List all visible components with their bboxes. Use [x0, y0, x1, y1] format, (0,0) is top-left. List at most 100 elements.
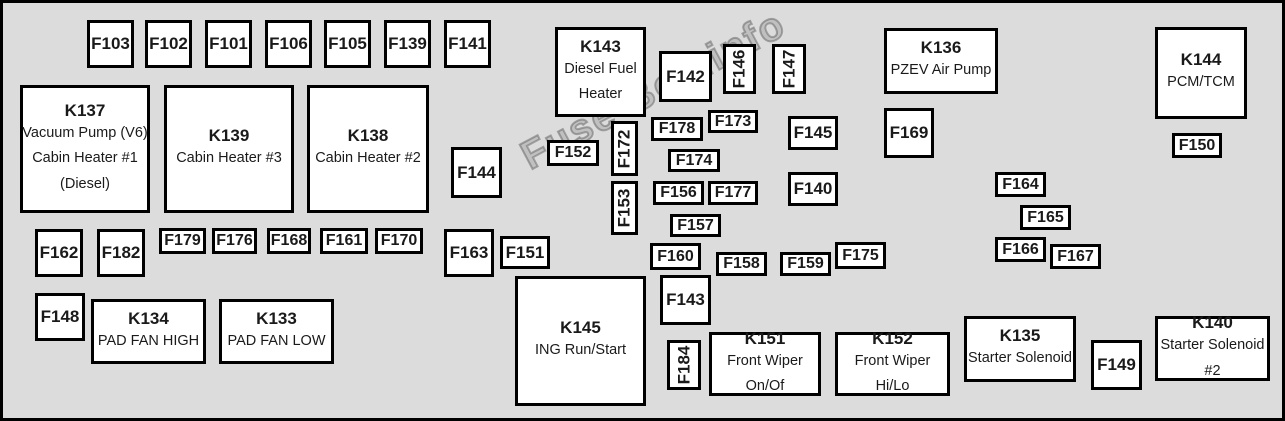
- fuse-F177: F177: [708, 181, 758, 205]
- box-desc: Heater: [578, 86, 623, 102]
- box-label: F173: [714, 112, 752, 130]
- fuse-F173: F173: [708, 110, 758, 133]
- box-label: F176: [216, 232, 253, 249]
- fuse-F182: F182: [97, 229, 145, 277]
- box-label: K136: [920, 38, 962, 58]
- box-label: F168: [270, 232, 308, 249]
- fuse-F152: F152: [547, 140, 599, 166]
- box-label: F139: [388, 34, 427, 53]
- fuse-F162: F162: [35, 229, 83, 277]
- box-label: F166: [1002, 240, 1039, 258]
- box-desc: Front Wiper: [727, 352, 803, 369]
- box-label: F178: [658, 120, 696, 137]
- box-label: F179: [164, 232, 201, 249]
- fuse-F158: F158: [716, 252, 767, 276]
- fuse-F175: F175: [835, 242, 886, 269]
- box-label: K137: [64, 100, 106, 120]
- box-label: F145: [793, 123, 833, 142]
- box-label: F106: [269, 34, 308, 53]
- box-desc: Starter Solenoid: [1160, 337, 1265, 354]
- box-desc: Cabin Heater #2: [315, 150, 421, 167]
- box-label: F105: [328, 34, 367, 53]
- fuse-F142: F142: [659, 51, 712, 102]
- fuse-F105: F105: [324, 20, 371, 68]
- box-desc: Diesel Fuel: [564, 60, 637, 77]
- box-label: F151: [505, 242, 545, 262]
- box-label: F158: [723, 255, 760, 272]
- box-desc: #2: [1204, 362, 1221, 379]
- fuse-F149: F149: [1091, 340, 1142, 390]
- box-desc: PAD FAN HIGH: [97, 332, 200, 349]
- box-label: F141: [448, 34, 487, 53]
- fuse-F160: F160: [650, 243, 701, 270]
- fuse-F156: F156: [653, 181, 704, 205]
- fuse-F178: F178: [651, 117, 703, 141]
- box-desc: Vacuum Pump (V6): [22, 124, 148, 141]
- box-desc: PZEV Air Pump: [890, 62, 992, 79]
- box-label: F101: [209, 34, 248, 53]
- fuse-F141: F141: [444, 20, 491, 68]
- box-label: F143: [666, 290, 705, 309]
- box-label: K134: [128, 308, 169, 328]
- fuse-F184: F184: [667, 340, 701, 390]
- fuse-F150: F150: [1172, 133, 1222, 158]
- box-label: K135: [999, 326, 1041, 346]
- box-desc: (Diesel): [60, 175, 110, 192]
- box-label: F184: [674, 345, 693, 385]
- box-desc: Cabin Heater #3: [176, 150, 282, 167]
- fuse-F147: F147: [772, 44, 806, 94]
- fuse-F106: F106: [265, 20, 312, 68]
- box-label: F152: [554, 144, 592, 161]
- fuse-F164: F164: [995, 172, 1046, 197]
- box-desc: Starter Solenoid: [968, 350, 1072, 367]
- box-label: F102: [149, 34, 188, 53]
- box-label: F149: [1097, 355, 1136, 374]
- box-desc: ING Run/Start: [534, 342, 627, 359]
- fuse-F153: F153: [611, 181, 638, 235]
- box-label: F164: [1002, 175, 1039, 193]
- fuse-F101: F101: [205, 20, 252, 68]
- box-label: K144: [1180, 50, 1222, 70]
- box-label: F103: [91, 34, 130, 53]
- fuse-F176: F176: [212, 228, 257, 254]
- box-label: F153: [614, 188, 634, 228]
- box-label: K138: [347, 126, 389, 146]
- fuse-F172: F172: [611, 121, 638, 176]
- box-label: F140: [793, 179, 833, 198]
- box-label: F167: [1057, 247, 1094, 265]
- fuse-F163: F163: [444, 229, 494, 277]
- box-desc: PCM/TCM: [1167, 74, 1235, 91]
- fuse-F151: F151: [500, 236, 550, 269]
- fuse-F179: F179: [159, 228, 206, 254]
- box-label: K143: [580, 36, 621, 56]
- box-label: K139: [208, 126, 250, 146]
- box-desc: PAD FAN LOW: [227, 332, 326, 349]
- fuse-F170: F170: [375, 228, 423, 254]
- box-label: F148: [40, 307, 80, 326]
- box-label: F165: [1027, 208, 1064, 226]
- fuse-F103: F103: [87, 20, 134, 68]
- box-label: K140: [1192, 313, 1233, 333]
- box-label: F150: [1178, 136, 1216, 154]
- box-label: F144: [457, 162, 496, 182]
- box-label: F163: [449, 243, 489, 262]
- fuse-F146: F146: [723, 44, 756, 94]
- box-desc: Hi/Lo: [875, 378, 910, 394]
- box-label: F175: [842, 246, 879, 264]
- box-label: F156: [660, 184, 697, 201]
- box-label: F162: [39, 243, 79, 262]
- fuse-F165: F165: [1020, 205, 1071, 230]
- box-label: F172: [614, 129, 634, 168]
